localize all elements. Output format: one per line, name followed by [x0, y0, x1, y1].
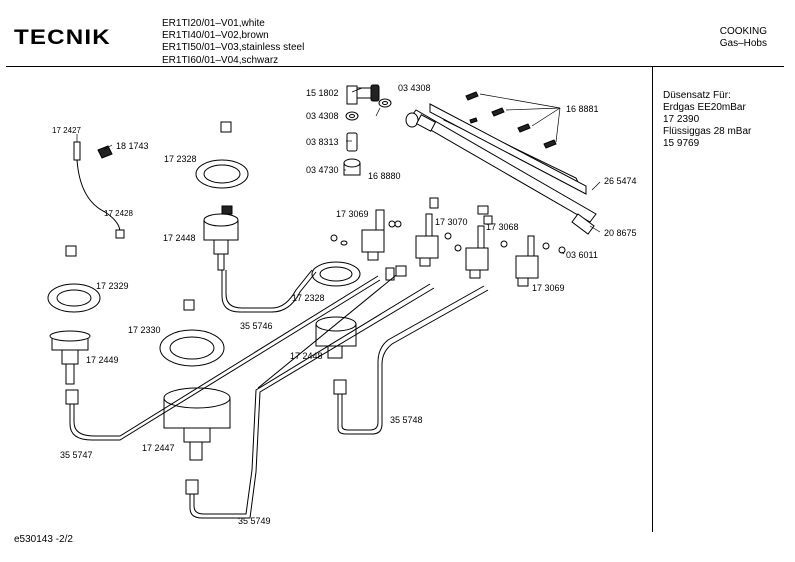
pipe-355747	[65, 275, 381, 441]
pipe-355748	[333, 285, 489, 435]
model-line: ER1TI60/01–V04,schwarz	[162, 54, 279, 66]
part-label-355747: 35 5747	[60, 450, 93, 460]
burner-cup-172448-top	[203, 205, 239, 271]
side-line: 15 9769	[663, 138, 700, 149]
gasket-172328-mid	[311, 261, 361, 287]
pipe-355746	[221, 269, 317, 313]
part-label-172328: 17 2328	[164, 154, 197, 164]
part-label-173070: 17 3070	[435, 217, 468, 227]
part-label-172427: 17 2427	[52, 126, 81, 135]
part-label-172328: 17 2328	[292, 293, 325, 303]
side-line: Düsensatz Für:	[663, 90, 731, 101]
category-label: COOKING	[719, 26, 767, 37]
nut-034730	[343, 158, 361, 176]
gas-tap-173070	[415, 197, 439, 267]
part-label-034730: 03 4730	[306, 165, 339, 175]
nozzle-set-panel: Düsensatz Für: Erdgas EE20mBar 17 2390 F…	[663, 90, 751, 150]
gas-tap-173069-right	[515, 235, 539, 287]
elbow-fitting-151802	[346, 84, 380, 105]
part-label-355746: 35 5746	[240, 321, 273, 331]
part-label-038313: 03 8313	[306, 137, 339, 147]
gas-manifold-rail	[405, 103, 597, 235]
part-label-355749: 35 5749	[238, 516, 271, 526]
burner-cup-172449	[49, 330, 91, 385]
part-label-265474: 26 5474	[604, 176, 637, 186]
part-label-036011: 03 6011	[566, 250, 598, 260]
gasket-172329	[47, 283, 101, 313]
washer-034308-top	[378, 98, 392, 108]
part-label-208675: 20 8675	[604, 228, 637, 238]
gas-tap-173068	[465, 215, 493, 279]
model-line: ER1TI40/01–V02,brown	[162, 30, 269, 42]
leader-lines	[76, 87, 601, 255]
screw-left	[65, 245, 77, 257]
pipe-355749	[185, 283, 435, 519]
part-label-034308: 03 4308	[398, 83, 431, 93]
gasket-172328-top	[195, 159, 249, 189]
clip-181743	[97, 145, 113, 159]
pipe-connector-mid	[257, 265, 407, 389]
part-label-168881: 16 8881	[566, 104, 599, 114]
gasket-172330	[159, 329, 225, 367]
side-line: Erdgas EE20mBar	[663, 102, 746, 113]
subcategory-label: Gas–Hobs	[719, 38, 767, 49]
part-label-151802: 15 1802	[306, 88, 339, 98]
screw-center	[183, 299, 195, 311]
part-label-034308: 03 4308	[306, 111, 339, 121]
clip-168881	[465, 91, 561, 149]
model-line: ER1TI20/01–V01,white	[162, 18, 265, 29]
brand-logo: TECNIK	[14, 26, 111, 49]
part-label-173068: 17 3068	[486, 222, 519, 232]
part-label-172448: 17 2448	[290, 351, 323, 361]
part-label-172448: 17 2448	[163, 233, 196, 243]
model-list: ER1TI20/01–V01,white ER1TI40/01–V02,brow…	[162, 18, 304, 67]
part-label-172329: 17 2329	[96, 281, 129, 291]
washer-034308-mid	[345, 111, 359, 121]
part-label-181743: 18 1743	[116, 141, 149, 151]
category-block: COOKING Gas–Hobs	[720, 26, 767, 50]
part-label-172447: 17 2447	[142, 443, 175, 453]
header-divider	[6, 66, 784, 67]
part-label-173069: 17 3069	[532, 283, 565, 293]
part-label-172428: 17 2428	[104, 209, 133, 218]
part-label-172449: 17 2449	[86, 355, 119, 365]
model-line: ER1TI50/01–V03,stainless steel	[162, 42, 305, 54]
document-code: e530143 -2/2	[14, 534, 73, 545]
fitting-038313	[346, 132, 358, 152]
side-line: 17 2390	[663, 114, 700, 125]
part-label-172330: 17 2330	[128, 325, 161, 335]
screw-top	[220, 121, 232, 133]
part-label-168880: 16 8880	[368, 171, 401, 181]
part-label-173069: 17 3069	[336, 209, 369, 219]
ignition-electrode-172427	[73, 141, 125, 239]
side-panel-frame	[652, 66, 785, 532]
part-label-355748: 35 5748	[390, 415, 423, 425]
side-line: Flüssiggas 28 mBar	[663, 126, 752, 137]
screws-and-washers	[330, 205, 566, 281]
